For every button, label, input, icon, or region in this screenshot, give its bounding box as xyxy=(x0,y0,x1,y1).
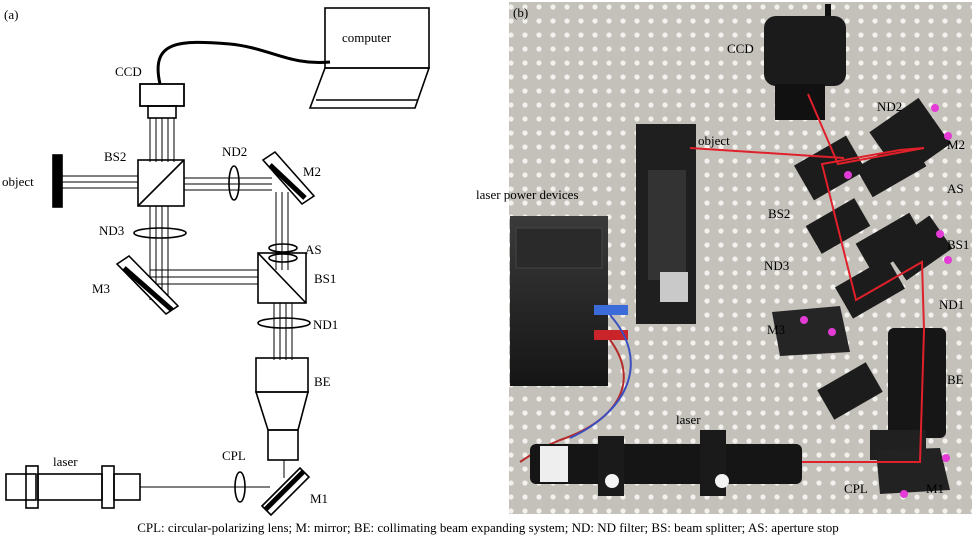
m2-mirror-icon xyxy=(261,150,316,206)
panel-a-schematic xyxy=(5,7,431,517)
nd3-filter-icon xyxy=(133,227,187,239)
label-object: object xyxy=(2,174,34,189)
photo-label-laser: laser xyxy=(676,412,701,427)
nd1-filter-icon xyxy=(257,317,311,329)
photo-label-nd1: ND1 xyxy=(939,297,964,312)
m1-mount xyxy=(876,448,950,494)
be-expander-icon xyxy=(254,357,310,461)
photo-label-ccd: CCD xyxy=(727,41,754,56)
beam-path xyxy=(689,93,926,463)
photo-label-object: object xyxy=(698,133,730,148)
label-m3: M3 xyxy=(92,281,110,296)
photo-label-nd2: ND2 xyxy=(877,99,902,114)
ccd-camera xyxy=(764,16,846,86)
label-nd2: ND2 xyxy=(222,144,247,159)
photo-label-nd3: ND3 xyxy=(764,258,789,273)
photo-label-m2: M2 xyxy=(947,137,965,152)
label-bs2: BS2 xyxy=(104,149,126,164)
ccd-cable xyxy=(156,40,331,85)
laser-icon xyxy=(5,465,141,509)
label-cpl: CPL xyxy=(222,448,246,463)
photo-label-bs2: BS2 xyxy=(768,206,790,221)
m3-mirror-icon xyxy=(115,254,180,316)
m1-mirror-icon xyxy=(260,466,311,517)
label-m1: M1 xyxy=(310,491,328,506)
bs1-beam-splitter-icon xyxy=(257,252,307,304)
label-m2: M2 xyxy=(303,164,321,179)
panel-a-labels: (a) computer CCD BS2 ND2 M2 object AS ND… xyxy=(2,7,392,506)
label-be: BE xyxy=(314,374,331,389)
panel-a-tag: (a) xyxy=(4,7,18,22)
label-as: AS xyxy=(305,242,322,257)
object-icon xyxy=(52,154,63,208)
photo-label-cpl: CPL xyxy=(844,481,868,496)
cpl-lens-icon xyxy=(234,471,246,503)
laser-tube xyxy=(530,444,802,484)
label-computer: computer xyxy=(342,30,392,45)
label-nd1: ND1 xyxy=(313,317,338,332)
m3-mount xyxy=(772,306,850,356)
photo-label-laser-power: laser power devices xyxy=(476,187,579,202)
label-bs1: BS1 xyxy=(314,271,336,286)
computer-icon xyxy=(308,7,431,109)
photo-label-as: AS xyxy=(947,181,964,196)
label-nd3: ND3 xyxy=(99,223,124,238)
photo-label-bs1: BS1 xyxy=(947,237,969,252)
label-ccd: CCD xyxy=(115,64,142,79)
panel-b-labels: (b) CCD object ND2 M2 AS laser power dev… xyxy=(476,5,969,496)
photo-label-be: BE xyxy=(947,372,964,387)
figure-caption: CPL: circular-polarizing lens; M: mirror… xyxy=(137,520,839,535)
be-tube xyxy=(888,328,946,438)
panel-b-tag: (b) xyxy=(513,5,528,20)
bs2-beam-splitter-icon xyxy=(137,159,185,207)
label-laser: laser xyxy=(53,454,78,469)
panel-b-photo xyxy=(509,2,972,514)
ccd-camera-icon xyxy=(139,83,185,119)
nd2-filter-icon xyxy=(228,165,240,201)
photo-label-m3: M3 xyxy=(767,322,785,337)
as-aperture-icon xyxy=(268,243,298,253)
photo-label-m1: M1 xyxy=(926,481,944,496)
